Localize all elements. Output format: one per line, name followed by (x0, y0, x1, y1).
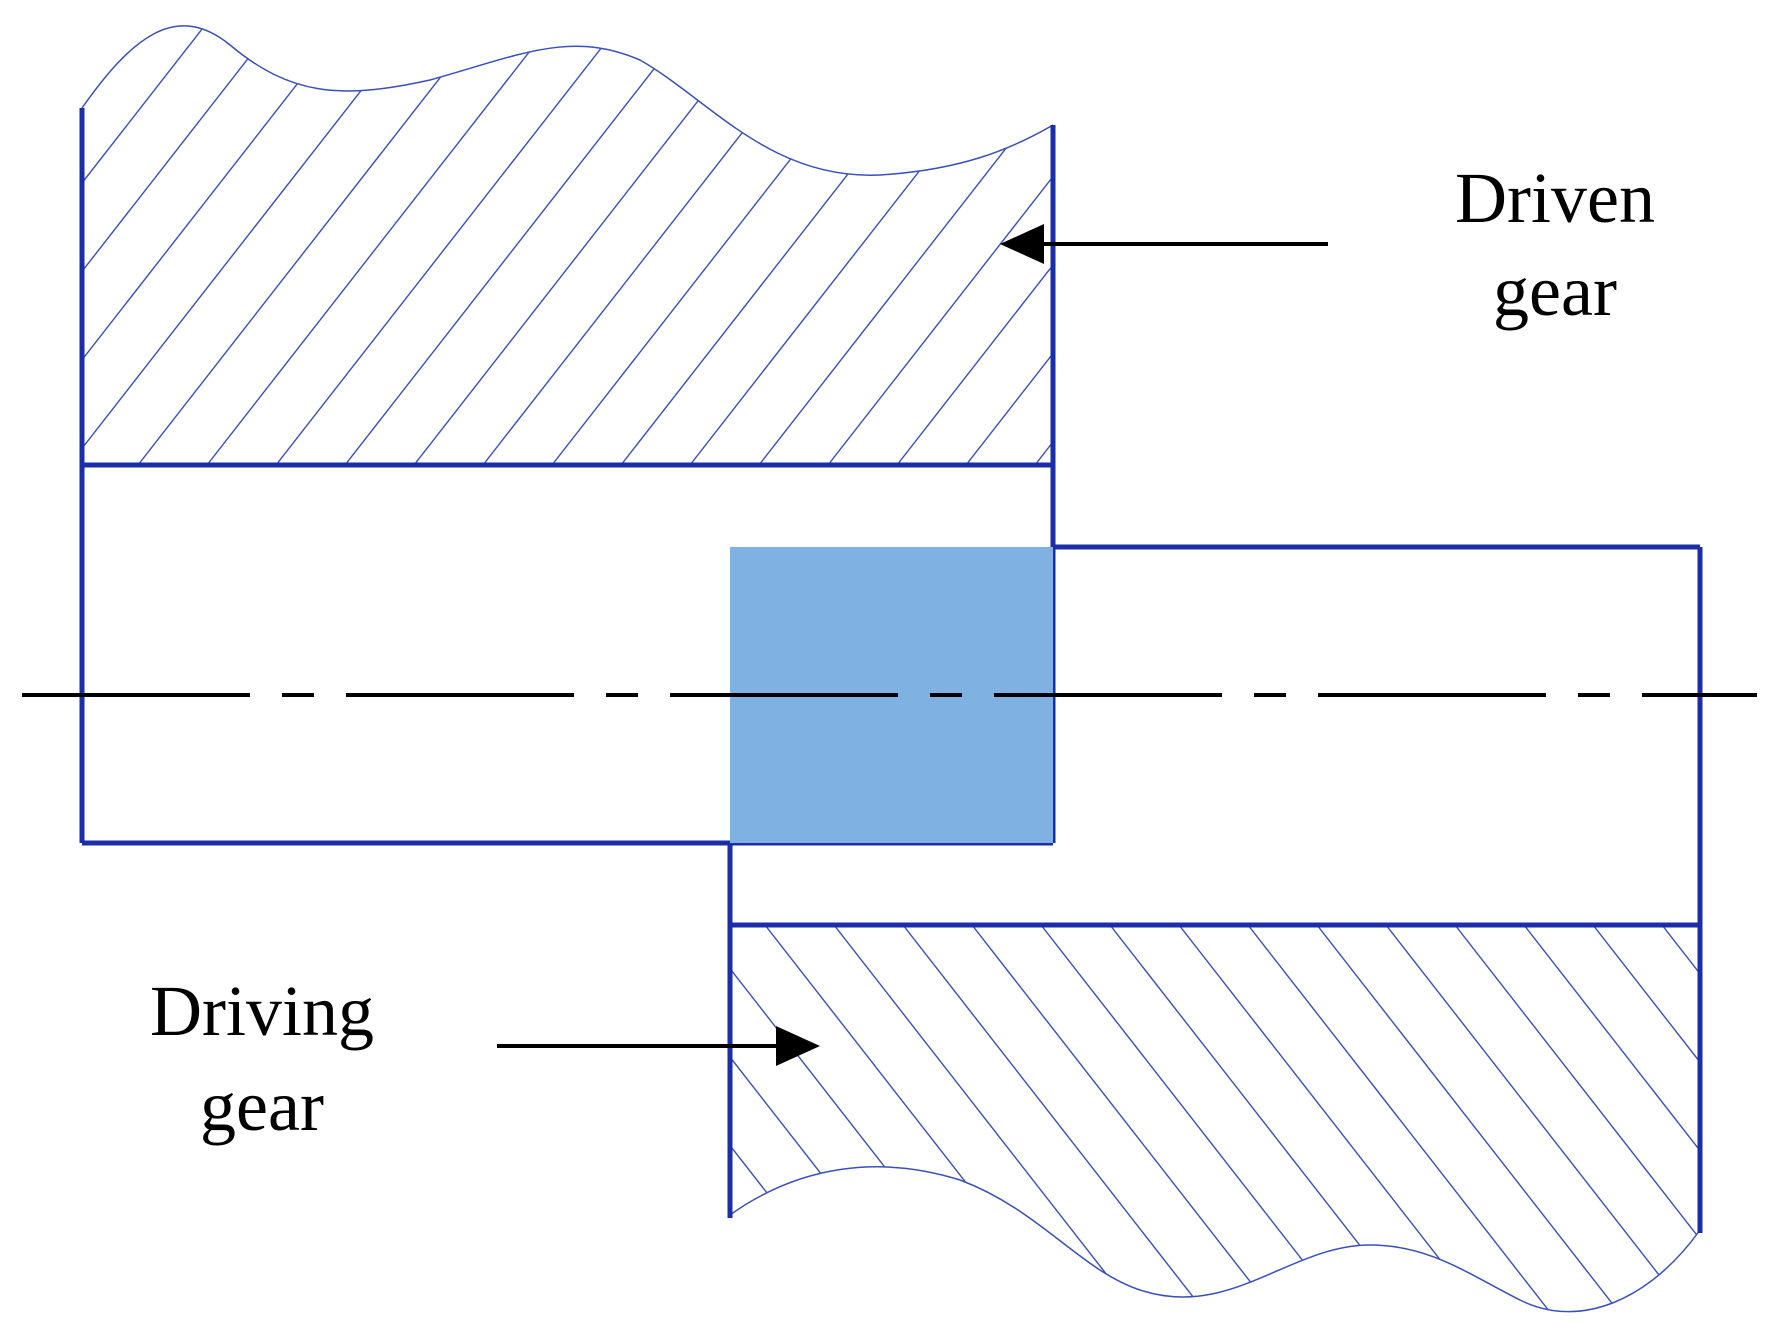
hatch-line (82, 25, 157, 465)
hatch-line (764, 925, 1091, 1312)
hatch-line (551, 25, 916, 465)
driving-gear-wavy-edge (729, 1166, 1701, 1313)
hatch-line (689, 25, 1053, 465)
hatch-line (833, 925, 1160, 1312)
hatch-line (730, 925, 815, 1312)
hatch-line (730, 925, 1022, 1312)
driven-gear-label-line2: gear (1493, 251, 1617, 331)
hatch-line (896, 25, 1053, 465)
hatch-line (137, 25, 502, 465)
hatch-line (730, 925, 884, 1312)
driving-gear-arrow (497, 1026, 820, 1066)
driving-gear-hatching (351, 925, 1767, 1342)
hatch-line (82, 25, 295, 465)
hatch-line (82, 25, 364, 465)
hatch-line (1247, 925, 1574, 1312)
hatch-line (971, 925, 1298, 1312)
hatch-line (1040, 925, 1367, 1312)
hatch-line (351, 925, 676, 1342)
hatch-line (902, 925, 1229, 1312)
arrow-head-left-icon (1000, 224, 1044, 264)
hatch-line (1104, 0, 1467, 465)
hatch-line (0, 0, 18, 465)
hatch-line (275, 25, 640, 465)
driven-gear (0, 0, 1467, 846)
hatch-line (1109, 925, 1436, 1312)
hatch-line (965, 25, 1053, 465)
hatch-line (344, 25, 709, 465)
driven-gear-hatching (0, 0, 1467, 465)
arrow-head-right-icon (776, 1026, 820, 1066)
hatch-line (206, 25, 571, 465)
hatch-line (82, 25, 226, 465)
driven-gear-arrow (1000, 224, 1328, 264)
driven-gear-label-line1: Driven (1455, 158, 1655, 238)
hatch-line (1523, 925, 1700, 1312)
driving-gear-label-line2: gear (200, 1066, 324, 1146)
driving-gear-label-line1: Driving (150, 971, 374, 1051)
hatch-line (1385, 925, 1700, 1312)
hatch-line (758, 25, 1053, 465)
hatch-line (82, 25, 433, 465)
hatch-line (827, 25, 1053, 465)
hatch-line (413, 25, 778, 465)
hatch-line (620, 25, 985, 465)
hatch-line (1592, 925, 1700, 1312)
hatch-line (1731, 925, 1767, 1342)
hatch-line (1316, 925, 1643, 1312)
hatch-line (730, 925, 746, 1312)
driven-gear-wavy-edge (81, 25, 1054, 176)
hatch-line (730, 925, 953, 1312)
hatch-line (82, 25, 88, 465)
hatch-line (1454, 925, 1700, 1312)
hatch-line (1178, 925, 1505, 1312)
hatch-line (1661, 925, 1700, 1312)
hatch-line (482, 25, 847, 465)
hatch-line (1034, 25, 1053, 465)
